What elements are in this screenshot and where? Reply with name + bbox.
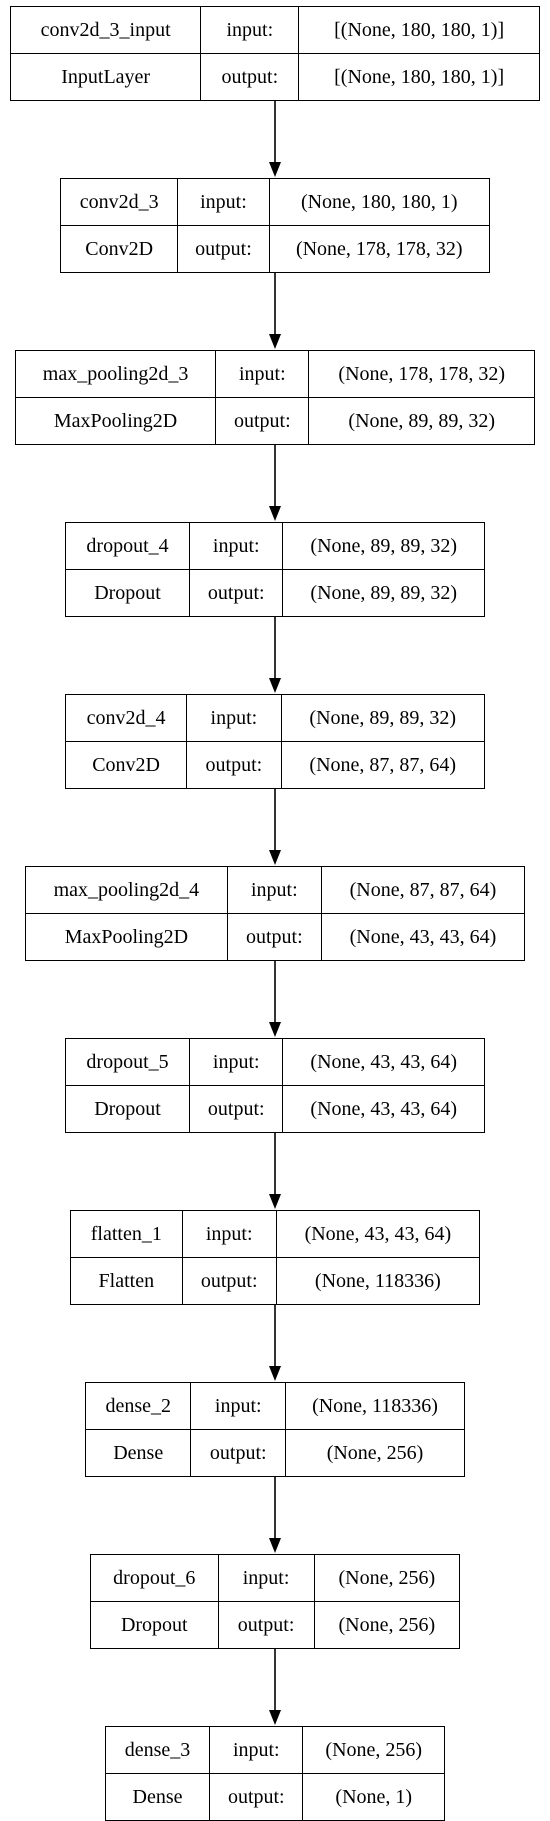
input-label: input: [217,1554,315,1602]
layer-name: max_pooling2d_4 [25,866,228,914]
output-shape: (None, 1) [302,1773,445,1821]
output-label: output: [189,1085,284,1133]
output-label: output: [217,1601,315,1649]
output-shape: (None, 89, 89, 32) [308,397,535,445]
connector-arrow [269,1648,281,1725]
connector-arrow [269,616,281,693]
arrowhead-icon [269,1022,281,1037]
input-shape: (None, 43, 43, 64) [282,1038,485,1086]
input-shape: (None, 43, 43, 64) [275,1210,481,1258]
output-label: output: [209,1773,304,1821]
connector-arrow [269,1476,281,1553]
connector-arrow [269,1304,281,1381]
layer-type: MaxPooling2D [14,397,217,445]
input-shape: (None, 87, 87, 64) [320,866,526,914]
output-label: output: [177,225,270,273]
output-shape: (None, 43, 43, 64) [282,1085,485,1133]
output-label: output: [186,741,282,789]
input-shape: (None, 180, 180, 1) [268,178,491,226]
input-label: input: [209,1726,304,1774]
layer-name: dropout_5 [64,1038,191,1086]
arrowhead-icon [269,1538,281,1553]
input-shape: (None, 118336) [285,1382,465,1430]
input-label: input: [181,1210,277,1258]
layer-type: Dense [84,1429,192,1477]
layer-type: Dropout [64,569,191,617]
output-shape: (None, 43, 43, 64) [320,913,526,961]
connector-arrow [269,788,281,865]
input-label: input: [190,1382,287,1430]
output-label: output: [215,397,310,445]
arrowhead-icon [269,1194,281,1209]
input-label: input: [215,350,310,398]
layer-type: Dropout [90,1601,219,1649]
layer-type: Flatten [70,1257,183,1305]
layer-name: dense_2 [84,1382,192,1430]
output-label: output: [189,569,284,617]
output-shape: (None, 256) [285,1429,465,1477]
input-shape: [(None, 180, 180, 1)] [298,6,540,54]
output-shape: (None, 118336) [275,1257,481,1305]
layer-name: max_pooling2d_3 [14,350,217,398]
connector-arrow [269,444,281,521]
input-label: input: [189,1038,284,1086]
input-shape: (None, 256) [302,1726,445,1774]
layer-type: Conv2D [59,225,179,273]
output-shape: (None, 256) [313,1601,461,1649]
connector-arrow [269,100,281,177]
connector-arrow [269,272,281,349]
connector-arrow [269,1132,281,1209]
input-shape: (None, 256) [313,1554,461,1602]
output-label: output: [181,1257,277,1305]
output-shape: [(None, 180, 180, 1)] [298,53,540,101]
layer-name: conv2d_3_input [9,6,202,54]
arrowhead-icon [269,506,281,521]
layer-type: Dense [104,1773,211,1821]
input-shape: (None, 89, 89, 32) [280,694,485,742]
connector-arrow [269,960,281,1037]
layer-name: conv2d_3 [59,178,179,226]
arrowhead-icon [269,850,281,865]
output-label: output: [190,1429,287,1477]
layer-type: MaxPooling2D [25,913,228,961]
layer-type: Conv2D [64,741,188,789]
input-label: input: [200,6,300,54]
arrowhead-icon [269,1710,281,1725]
layer-name: dropout_6 [90,1554,219,1602]
layer-name: flatten_1 [70,1210,183,1258]
arrowhead-icon [269,334,281,349]
input-label: input: [189,522,284,570]
arrowhead-icon [269,1366,281,1381]
output-shape: (None, 87, 87, 64) [280,741,485,789]
output-label: output: [200,53,300,101]
arrowhead-icon [269,162,281,177]
layer-name: dense_3 [104,1726,211,1774]
input-label: input: [177,178,270,226]
layer-name: dropout_4 [64,522,191,570]
input-label: input: [186,694,282,742]
output-shape: (None, 178, 178, 32) [268,225,491,273]
output-label: output: [226,913,322,961]
layer-name: conv2d_4 [64,694,188,742]
input-label: input: [226,866,322,914]
output-shape: (None, 89, 89, 32) [282,569,485,617]
layer-type: Dropout [64,1085,191,1133]
layer-type: InputLayer [9,53,202,101]
arrowhead-icon [269,678,281,693]
input-shape: (None, 89, 89, 32) [282,522,485,570]
input-shape: (None, 178, 178, 32) [308,350,535,398]
